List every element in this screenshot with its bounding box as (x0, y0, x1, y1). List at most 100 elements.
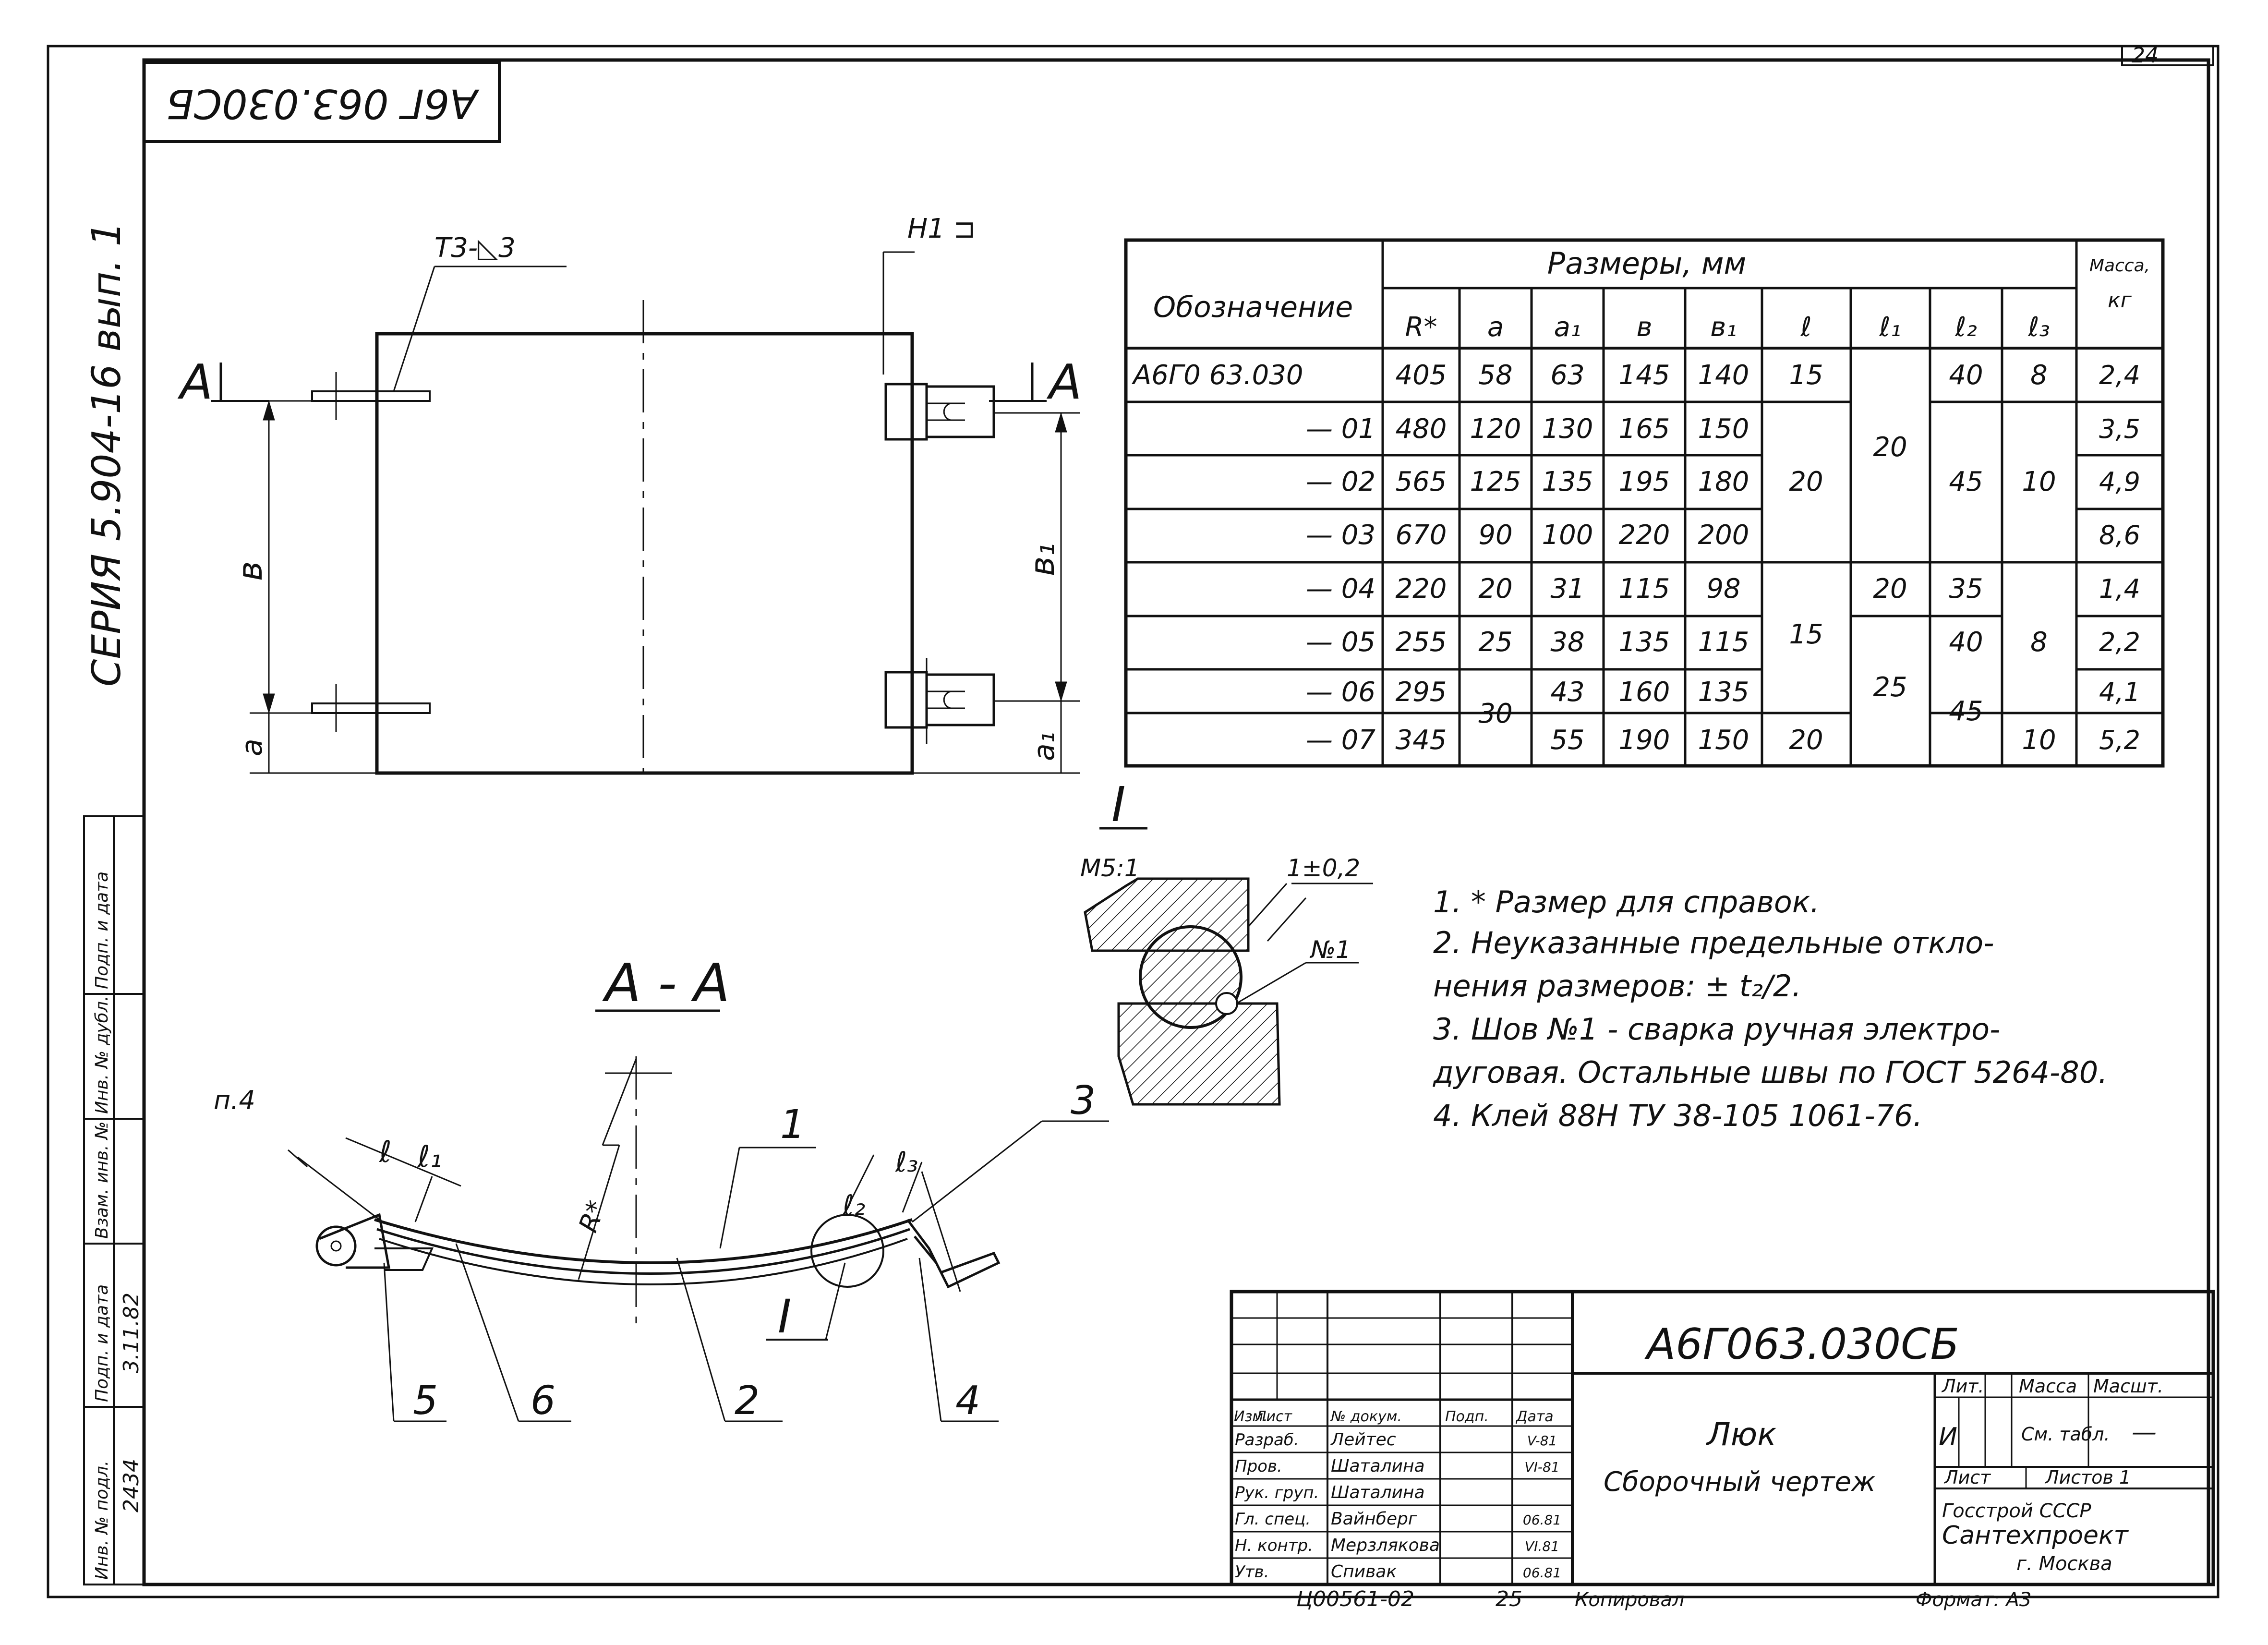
tb-head-4: Дата (1515, 1408, 1554, 1425)
table-cell-r: 255 (1396, 627, 1447, 658)
table-cell-a: 125 (1470, 466, 1521, 497)
table-col-header: в (1636, 312, 1652, 343)
tb-head-2: № докум. (1330, 1408, 1402, 1425)
table-cell-mass: 3,5 (2099, 414, 2140, 444)
table-cell-designation: А6Г0 63.030 (1132, 360, 1303, 391)
tb-person-date: V-81 (1527, 1433, 1557, 1449)
table-cell-b: 135 (1619, 627, 1670, 658)
title-code: А6Г063.030СБ (1644, 1319, 1959, 1369)
section-l1-label: ℓ₁ (417, 1139, 442, 1174)
table-cell-l: 15 (1789, 360, 1823, 391)
table-cell-r: 345 (1396, 725, 1447, 756)
note-line-5: дуговая. Остальные швы по ГОСТ 5264-80. (1433, 1055, 2108, 1090)
table-cell-a: 58 (1478, 360, 1512, 391)
tb-person-date: VI.81 (1525, 1538, 1559, 1554)
title-block (1230, 1290, 2215, 1586)
size-table (1124, 238, 2165, 768)
tb-person-date: 06.81 (1523, 1565, 1561, 1581)
detail-view (1084, 827, 1373, 1106)
tb-person-role: Пров. (1235, 1457, 1282, 1476)
table-cell-l3: 8 (2030, 360, 2048, 391)
table-cell-a: 120 (1470, 413, 1521, 445)
tb-person-name: Шаталина (1331, 1456, 1425, 1476)
table-cell-b: 190 (1619, 725, 1670, 756)
detail-label: I (1111, 776, 1126, 833)
strip-inv-value: 2434 (119, 1459, 144, 1512)
tb-person-role: Утв. (1235, 1562, 1269, 1582)
callout-3: 3 (1071, 1078, 1096, 1124)
footer-copied: Копировал (1575, 1589, 1685, 1611)
table-header-designation: Обозначение (1153, 290, 1353, 324)
table-cell-r: 480 (1396, 413, 1447, 445)
doc-code-box: А6Г 063.030СБ (143, 61, 501, 143)
table-col-header: а (1487, 312, 1504, 343)
detail-tolerance: 1±0,2 (1287, 854, 1360, 882)
table-cell-a: 90 (1478, 520, 1512, 551)
note-line-6: 4. Клей 88Н ТУ 38-105 1061-76. (1433, 1098, 1922, 1133)
table-cell-mass: 1,4 (2099, 574, 2140, 604)
detail-weld-label: №1 (1309, 936, 1351, 964)
tb-person-role: Н. контр. (1235, 1536, 1313, 1555)
tb-lit-value: И (1939, 1423, 1957, 1451)
table-cell-designation: — 01 (1306, 413, 1375, 445)
tb-mass-value: См. табл. (2021, 1424, 2110, 1445)
left-title-strip (83, 815, 145, 1585)
dim-a-label: а (235, 738, 269, 756)
callout-2: 2 (735, 1378, 760, 1424)
table-cell-a: 30 (1478, 698, 1512, 729)
plan-view (211, 251, 1080, 780)
table-cell-b1: 98 (1706, 573, 1740, 605)
table-cell-l1: 20 (1873, 432, 1907, 463)
strip-podp-value: 3.11.82 (119, 1293, 144, 1373)
table-cell-l3: 8 (2030, 627, 2048, 658)
weld-symbol-h1: Н1 ⊐ (907, 213, 976, 244)
table-cell-a: 20 (1478, 573, 1512, 605)
table-header-mass-1: Масса, (2089, 256, 2150, 276)
strip-inv-dubl: Инв. № дубл. (92, 996, 112, 1114)
table-cell-l3: 10 (2022, 466, 2056, 497)
tb-person-name: Вайнберг (1331, 1509, 1418, 1529)
section-view (288, 1009, 1109, 1422)
table-cell-l3: 10 (2022, 725, 2056, 756)
footer-inv: Ц00561-02 (1296, 1587, 1414, 1611)
table-col-header: R* (1405, 312, 1437, 343)
callout-1: 1 (780, 1102, 805, 1148)
strip-podp-data-2: Подп. и дата (92, 871, 112, 989)
table-cell-a1: 38 (1550, 627, 1584, 658)
table-cell-b: 195 (1619, 466, 1670, 497)
table-cell-designation: — 07 (1306, 725, 1375, 756)
table-cell-r: 565 (1396, 466, 1447, 497)
table-cell-designation: — 04 (1306, 573, 1375, 605)
callout-detail: I (778, 1290, 791, 1343)
notes: 1. * Размер для справок. 2. Неуказанные … (1433, 884, 2108, 1133)
callout-6: 6 (531, 1378, 555, 1424)
table-cell-designation: — 03 (1306, 520, 1375, 551)
strip-podp-data: Подп. и дата (92, 1284, 112, 1402)
tb-lit-label: Лит. (1941, 1376, 1984, 1397)
title-name-1: Люк (1706, 1416, 1776, 1453)
table-cell-l: 20 (1789, 725, 1823, 756)
dim-a1-label: а₁ (1027, 732, 1061, 761)
tb-person-date: 06.81 (1523, 1512, 1561, 1528)
table-cell-r: 670 (1396, 520, 1447, 551)
tb-person-role: Гл. спец. (1235, 1510, 1311, 1529)
table-cell-l2: 40 (1949, 627, 1983, 658)
section-n4-label: п.4 (214, 1085, 255, 1115)
table-cell-designation: — 02 (1306, 466, 1375, 497)
note-line-2: 2. Неуказанные предельные откло- (1433, 925, 1994, 960)
table-cell-l2: 45 (1949, 466, 1983, 497)
tb-head-3: Подп. (1445, 1408, 1489, 1425)
tb-org-3: г. Москва (2016, 1553, 2112, 1575)
table-header-sizes: Размеры, мм (1547, 246, 1747, 281)
series-margin-text: СЕРИЯ 5.904-16 вып. 1 (84, 221, 130, 687)
table-cell-b1: 150 (1698, 413, 1749, 445)
strip-vzam: Взам. инв. № (92, 1122, 112, 1239)
table-cell-b1: 200 (1698, 520, 1749, 551)
table-header-mass-2: кг (2108, 288, 2132, 313)
section-l3-label: ℓ₃ (895, 1146, 918, 1178)
tb-org-2: Сантехпроект (1942, 1521, 2129, 1550)
tb-sheets-label: Листов 1 (2044, 1467, 2131, 1488)
tb-mass-label: Масса (2019, 1376, 2077, 1397)
